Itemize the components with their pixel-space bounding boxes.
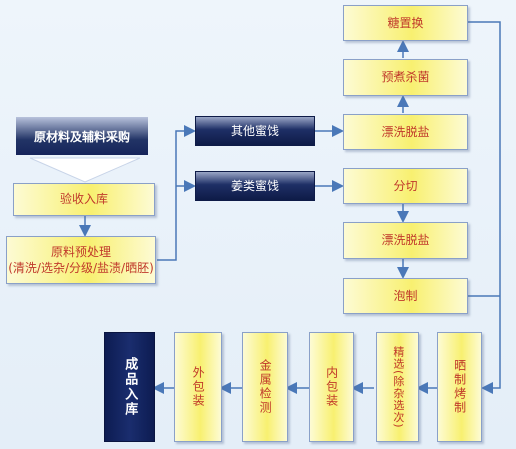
node-metal-detect: 金属检测 — [242, 332, 288, 442]
node-sugar-exchange: 糖置换 — [343, 5, 468, 41]
pretreat-detail: (清洗/选杂/分级/盐渍/晒胚) — [8, 261, 154, 275]
node-outer-pack: 外包装 — [174, 332, 222, 442]
node-rinse-desalt-2: 漂洗脱盐 — [343, 222, 468, 259]
node-warehouse: 成品入库 — [104, 332, 155, 442]
node-dry-bake: 晒制烤制 — [437, 332, 482, 442]
arrow-to-other — [157, 125, 196, 261]
node-rinse-desalt-1: 漂洗脱盐 — [343, 114, 468, 150]
node-inner-pack: 内包装 — [309, 332, 354, 442]
node-ginger-candied: 姜类蜜饯 — [195, 171, 315, 201]
node-cut: 分切 — [343, 168, 468, 204]
node-select: 精选(除杂选次) — [376, 332, 419, 442]
node-other-candied: 其他蜜饯 — [195, 116, 315, 146]
node-pickle: 泡制 — [343, 278, 468, 314]
node-procure: 原材料及辅料采购 — [16, 117, 148, 155]
node-receive: 验收入库 — [13, 183, 155, 216]
pretreat-title: 原料预处理 — [50, 244, 111, 259]
node-precook: 预煮杀菌 — [343, 59, 468, 96]
down-arrow-shape — [29, 157, 141, 183]
node-pretreat: 原料预处理 (清洗/选杂/分级/盐渍/晒胚) — [6, 236, 156, 284]
arrow-sugar-dry — [468, 21, 501, 394]
